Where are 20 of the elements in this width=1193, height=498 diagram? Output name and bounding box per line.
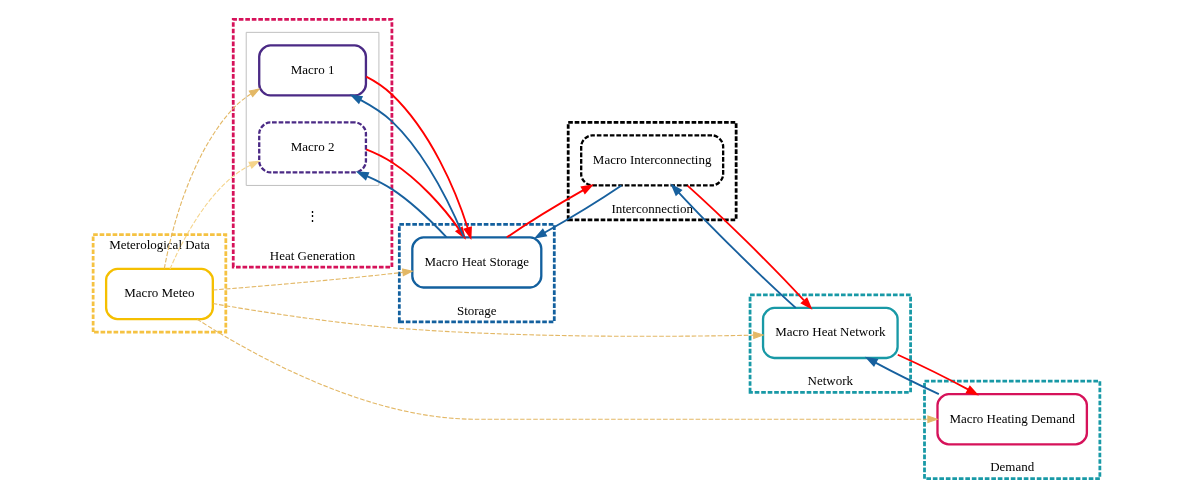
arrow: [686, 184, 813, 310]
arrow: [355, 171, 448, 239]
node-box: Macro Meteo: [104, 267, 214, 321]
arrow: [196, 318, 939, 424]
label: ⋮: [306, 207, 320, 223]
arrow: [169, 160, 261, 270]
node-box: Macro Heating Demand: [936, 393, 1089, 446]
node-box: Macro 2: [258, 121, 368, 174]
arrow: [864, 356, 940, 396]
arrow: [896, 353, 979, 396]
node-box: Macro Heat Storage: [411, 236, 543, 289]
arrow: [505, 184, 594, 239]
node-box: Macro Interconnecting: [580, 134, 725, 187]
node-box: Macro 1: [258, 44, 368, 97]
arrow: [212, 268, 414, 291]
arrow: [212, 303, 765, 340]
arrow: [670, 183, 797, 309]
arrow: [163, 88, 261, 270]
node-box: Macro Heat Network: [761, 306, 899, 360]
arrow: [533, 184, 623, 239]
